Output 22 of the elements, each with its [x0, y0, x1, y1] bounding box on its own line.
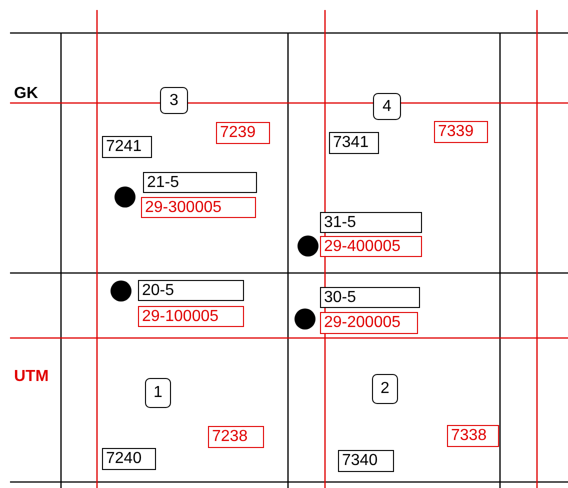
grid-code: 7240: [102, 448, 156, 470]
grid-code: 29-300005: [141, 197, 256, 218]
zone-number: 3: [160, 87, 188, 114]
grid-code: 29-100005: [138, 306, 244, 327]
grid-code: 7239: [216, 122, 270, 144]
grid-system-label: UTM: [14, 368, 49, 386]
grid-code: 7241: [102, 136, 152, 158]
zone-number: 4: [373, 93, 401, 120]
grid-code: 31-5: [320, 212, 422, 233]
grid-code: 20-5: [138, 280, 244, 301]
zone-number: 2: [372, 374, 398, 404]
grid-code: 7340: [338, 450, 394, 472]
grid-system-label: GK: [14, 85, 38, 103]
grid-code: 30-5: [320, 287, 420, 308]
grid-code: 21-5: [143, 172, 257, 193]
grid-code: 29-200005: [320, 312, 418, 334]
grid-code: 7238: [208, 426, 264, 448]
grid-code: 7338: [447, 425, 499, 447]
grid-code: 7341: [329, 132, 379, 154]
zone-number: 1: [145, 378, 171, 408]
grid-code: 7339: [434, 121, 488, 143]
grid-code: 29-400005: [320, 236, 422, 257]
